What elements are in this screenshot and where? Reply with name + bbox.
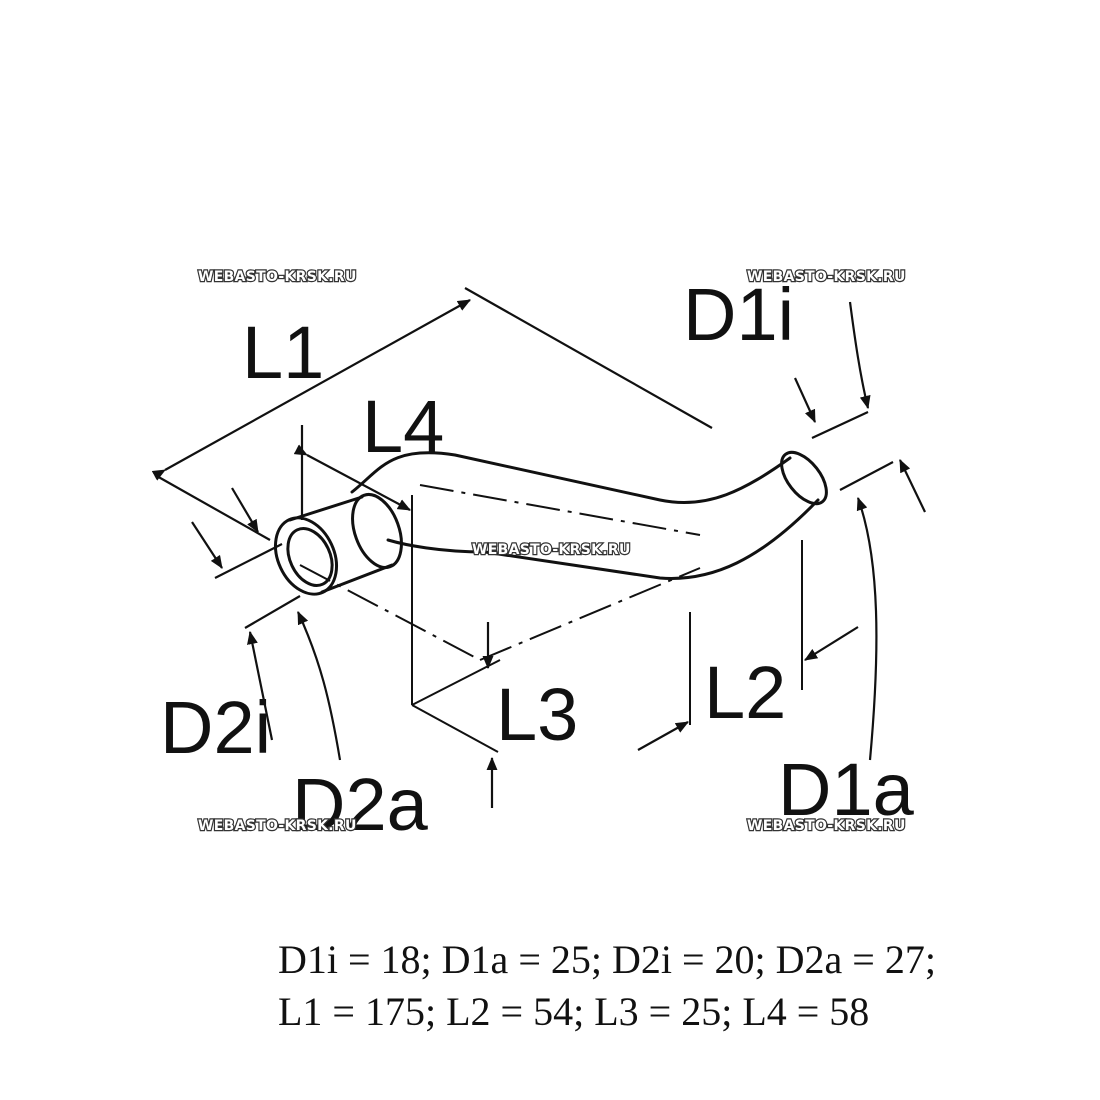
dimension-lines (151, 287, 926, 808)
label-d2i: D2i (160, 686, 271, 769)
centerlines (299, 484, 803, 753)
label-d1a: D1a (778, 748, 915, 831)
label-d2a: D2a (292, 763, 429, 846)
label-l3: L3 (496, 673, 578, 756)
label-d1i: D1i (683, 273, 794, 356)
watermark-top-right: WEBASTO-KRSK.RU (747, 269, 906, 285)
watermark-bottom-right: WEBASTO-KRSK.RU (747, 818, 906, 834)
hose-outline (274, 450, 828, 596)
watermark-top-left: WEBASTO-KRSK.RU (198, 269, 357, 285)
label-l4: L4 (362, 385, 444, 468)
watermark-center: WEBASTO-KRSK.RU (472, 542, 631, 558)
spec-line-diameters: D1i = 18; D1a = 25; D2i = 20; D2a = 27; (278, 940, 936, 980)
label-l1: L1 (242, 311, 324, 394)
label-l2: L2 (704, 651, 786, 734)
watermark-bottom-left: WEBASTO-KRSK.RU (198, 818, 357, 834)
spec-line-lengths: L1 = 175; L2 = 54; L3 = 25; L4 = 58 (278, 989, 870, 1034)
